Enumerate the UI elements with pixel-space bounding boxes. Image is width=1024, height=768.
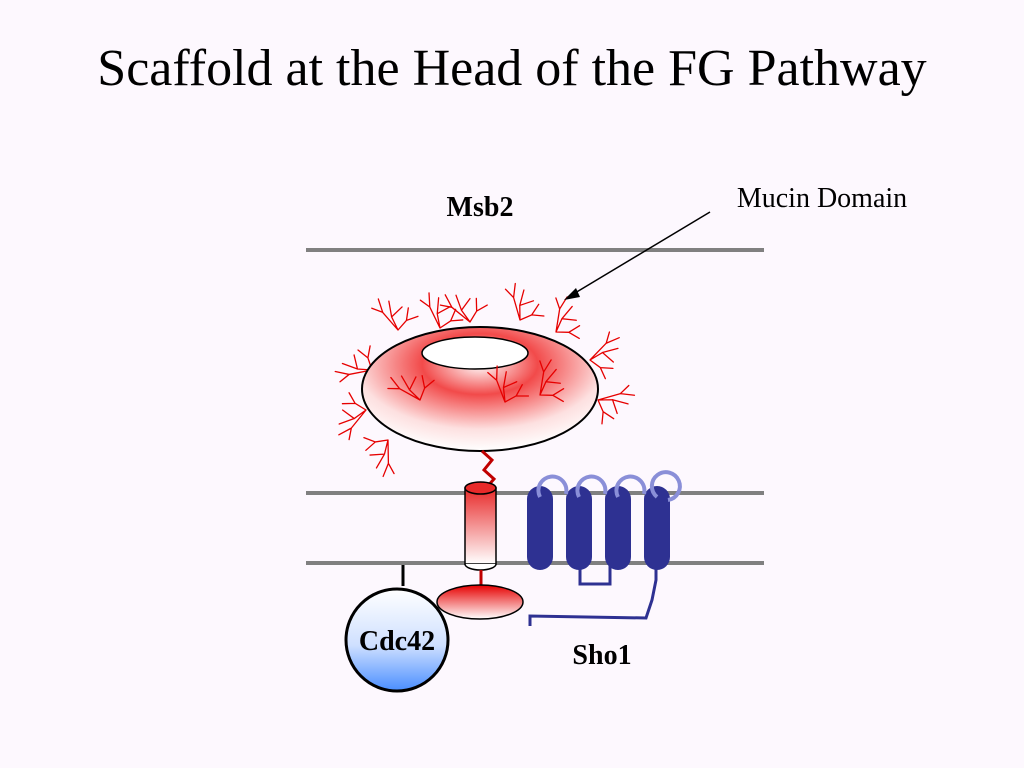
sho1-protein	[527, 470, 682, 626]
msb2-linker	[480, 449, 497, 489]
mucin-domain-label: Mucin Domain	[737, 183, 907, 214]
msb2-oval	[361, 326, 599, 452]
sho1-loop-bottom-1	[578, 566, 612, 586]
msb2-transmembrane-cylinder	[464, 481, 497, 571]
mucin-arrowhead	[564, 288, 580, 300]
msb2-cytoplasmic-domain	[436, 584, 524, 620]
msb2-label: Msb2	[447, 192, 514, 223]
slide-title: Scaffold at the Head of the FG Pathway	[97, 40, 927, 97]
msb2-oval-hole	[421, 336, 529, 370]
cdc42-circle	[344, 587, 450, 693]
cdc42-label: Cdc42	[359, 626, 435, 657]
sho1-label: Sho1	[572, 640, 631, 671]
mucin-arrow	[569, 211, 711, 297]
sho1-tail	[528, 566, 658, 626]
